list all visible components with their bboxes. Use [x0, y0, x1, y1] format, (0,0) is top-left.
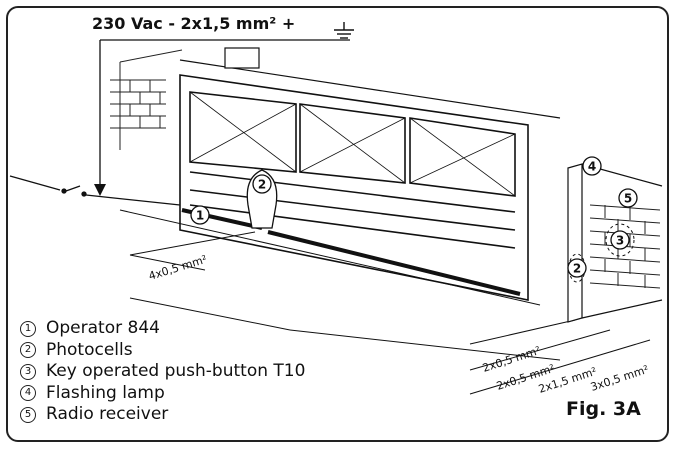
- cable-label-key: 3x0,5 mm²: [589, 363, 650, 394]
- svg-text:4: 4: [588, 160, 596, 174]
- legend-text: Photocells: [46, 339, 133, 360]
- legend-number: 1: [20, 320, 36, 337]
- ground-lines: [119, 209, 651, 395]
- figure-frame: [6, 6, 669, 442]
- legend: 1 Operator 844 2 Photocells 3 Key operat…: [20, 318, 305, 426]
- callout-5: 5: [618, 188, 638, 208]
- legend-item: 1 Operator 844: [20, 318, 305, 340]
- callout-2-secondary: 2: [567, 258, 587, 278]
- callout-2: 2: [252, 174, 272, 194]
- svg-text:2: 2: [573, 262, 581, 276]
- callout-4: 4: [582, 156, 602, 176]
- legend-text: Key operated push-button T10: [46, 361, 306, 381]
- svg-text:1: 1: [196, 209, 204, 223]
- cable-label-operator: 4x0,5 mm²: [147, 253, 209, 283]
- gate-top-rail: [179, 47, 561, 119]
- legend-number: 2: [20, 342, 36, 359]
- callout-1: 1: [190, 205, 210, 225]
- legend-item: 5 Radio receiver: [20, 404, 305, 426]
- switch-icon: [9, 175, 181, 206]
- supply-arrow-icon: [94, 184, 106, 196]
- legend-item: 2 Photocells: [20, 340, 305, 362]
- earth-icon: [334, 22, 354, 39]
- svg-text:2: 2: [258, 178, 266, 192]
- legend-number: 3: [20, 363, 36, 380]
- legend-text: Operator 844: [46, 318, 160, 338]
- svg-text:5: 5: [624, 192, 632, 206]
- svg-text:3: 3: [616, 234, 624, 248]
- legend-number: 4: [20, 385, 36, 402]
- right-brick-wall: [589, 204, 661, 289]
- figure-label: Fig. 3A: [566, 398, 641, 420]
- legend-text: Radio receiver: [46, 404, 169, 424]
- callout-3: 3: [610, 230, 630, 250]
- legend-item: 3 Key operated push-button T10: [20, 361, 305, 383]
- left-brick-wall: [110, 49, 183, 150]
- legend-number: 5: [20, 406, 36, 423]
- supply-line: [99, 39, 350, 188]
- sliding-gate: [179, 74, 529, 301]
- supply-label: 230 Vac - 2x1,5 mm² +: [92, 14, 296, 33]
- legend-item: 4 Flashing lamp: [20, 383, 305, 405]
- legend-text: Flashing lamp: [46, 382, 165, 403]
